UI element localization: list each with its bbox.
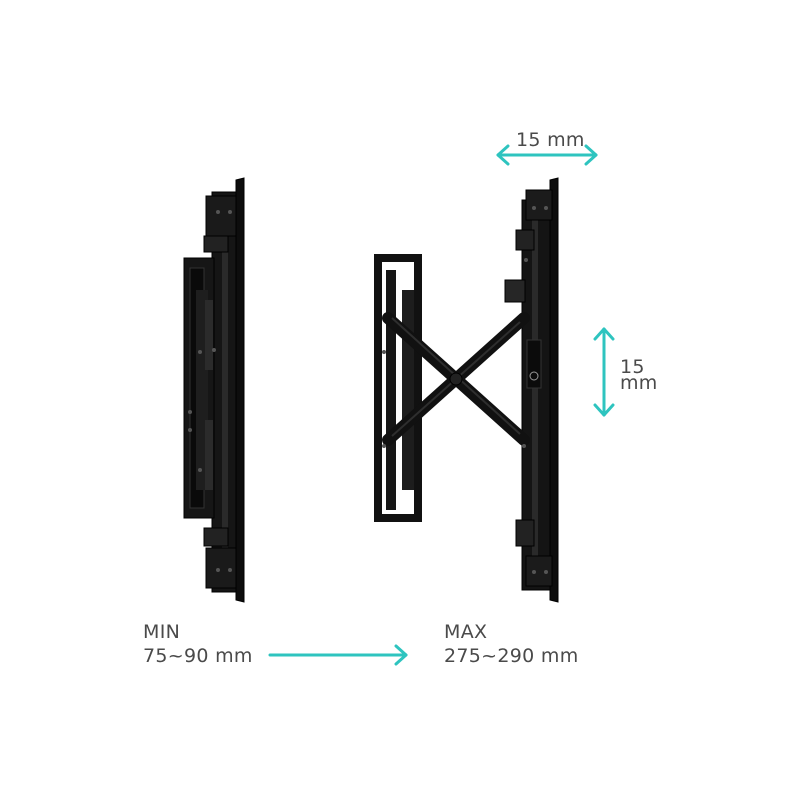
max-value: 275~290 mm <box>444 645 579 667</box>
vertical-adjust-value: 15 <box>620 356 645 378</box>
min-value: 75~90 mm <box>143 645 253 667</box>
double-vertical-arrow-icon <box>593 327 615 417</box>
right-arrow-icon <box>268 644 408 666</box>
mount-extended <box>374 177 559 603</box>
double-horizontal-arrow-icon <box>496 144 598 166</box>
max-title: MAX <box>444 621 488 643</box>
min-title: MIN <box>143 621 181 643</box>
depth-adjust-label: 15 mm <box>516 129 585 151</box>
mount-collapsed <box>183 177 245 603</box>
vertical-adjust-unit: mm <box>620 372 658 394</box>
